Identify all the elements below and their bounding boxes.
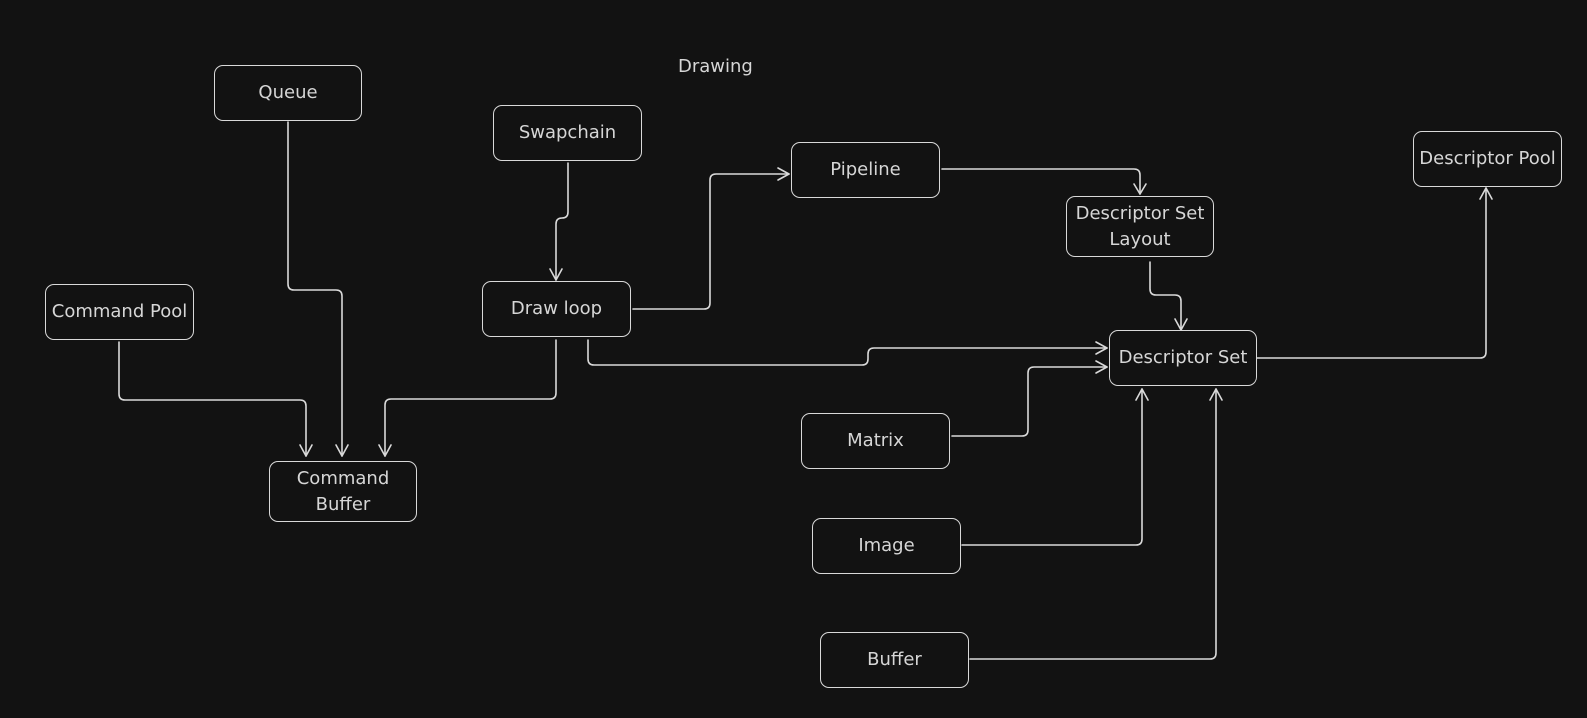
edge-draw-loop-to-command-buffer [378, 339, 557, 457]
edge-descriptor-set-to-descriptor-pool [1256, 187, 1493, 359]
node-command-pool[interactable]: Command Pool [45, 284, 194, 340]
edge-buffer-to-descriptor-set [969, 388, 1223, 660]
node-descriptor-set[interactable]: Descriptor Set [1109, 330, 1257, 386]
edge-command-pool-to-command-buffer [118, 341, 313, 457]
node-pipeline[interactable]: Pipeline [791, 142, 940, 198]
node-descriptor-pool[interactable]: Descriptor Pool [1413, 131, 1562, 187]
edge-matrix-to-descriptor-set [951, 360, 1108, 437]
node-buffer[interactable]: Buffer [820, 632, 969, 688]
node-queue[interactable]: Queue [214, 65, 362, 121]
edge-queue-to-command-buffer [287, 121, 349, 457]
node-command-buffer[interactable]: Command Buffer [269, 461, 417, 522]
edge-swapchain-to-draw-loop [549, 162, 569, 281]
node-draw-loop[interactable]: Draw loop [482, 281, 631, 337]
edge-descriptor-set-layout-to-descriptor-set [1149, 261, 1188, 331]
node-matrix[interactable]: Matrix [801, 413, 950, 469]
edge-draw-loop-to-descriptor-set [587, 339, 1108, 366]
edge-draw-loop-to-pipeline [632, 167, 790, 310]
node-image[interactable]: Image [812, 518, 961, 574]
edge-pipeline-to-descriptor-set-layout [941, 168, 1147, 195]
node-swapchain[interactable]: Swapchain [493, 105, 642, 161]
node-descriptor-set-layout[interactable]: Descriptor Set Layout [1066, 196, 1214, 257]
edge-image-to-descriptor-set [961, 388, 1149, 546]
diagram-title: Drawing [678, 56, 753, 77]
